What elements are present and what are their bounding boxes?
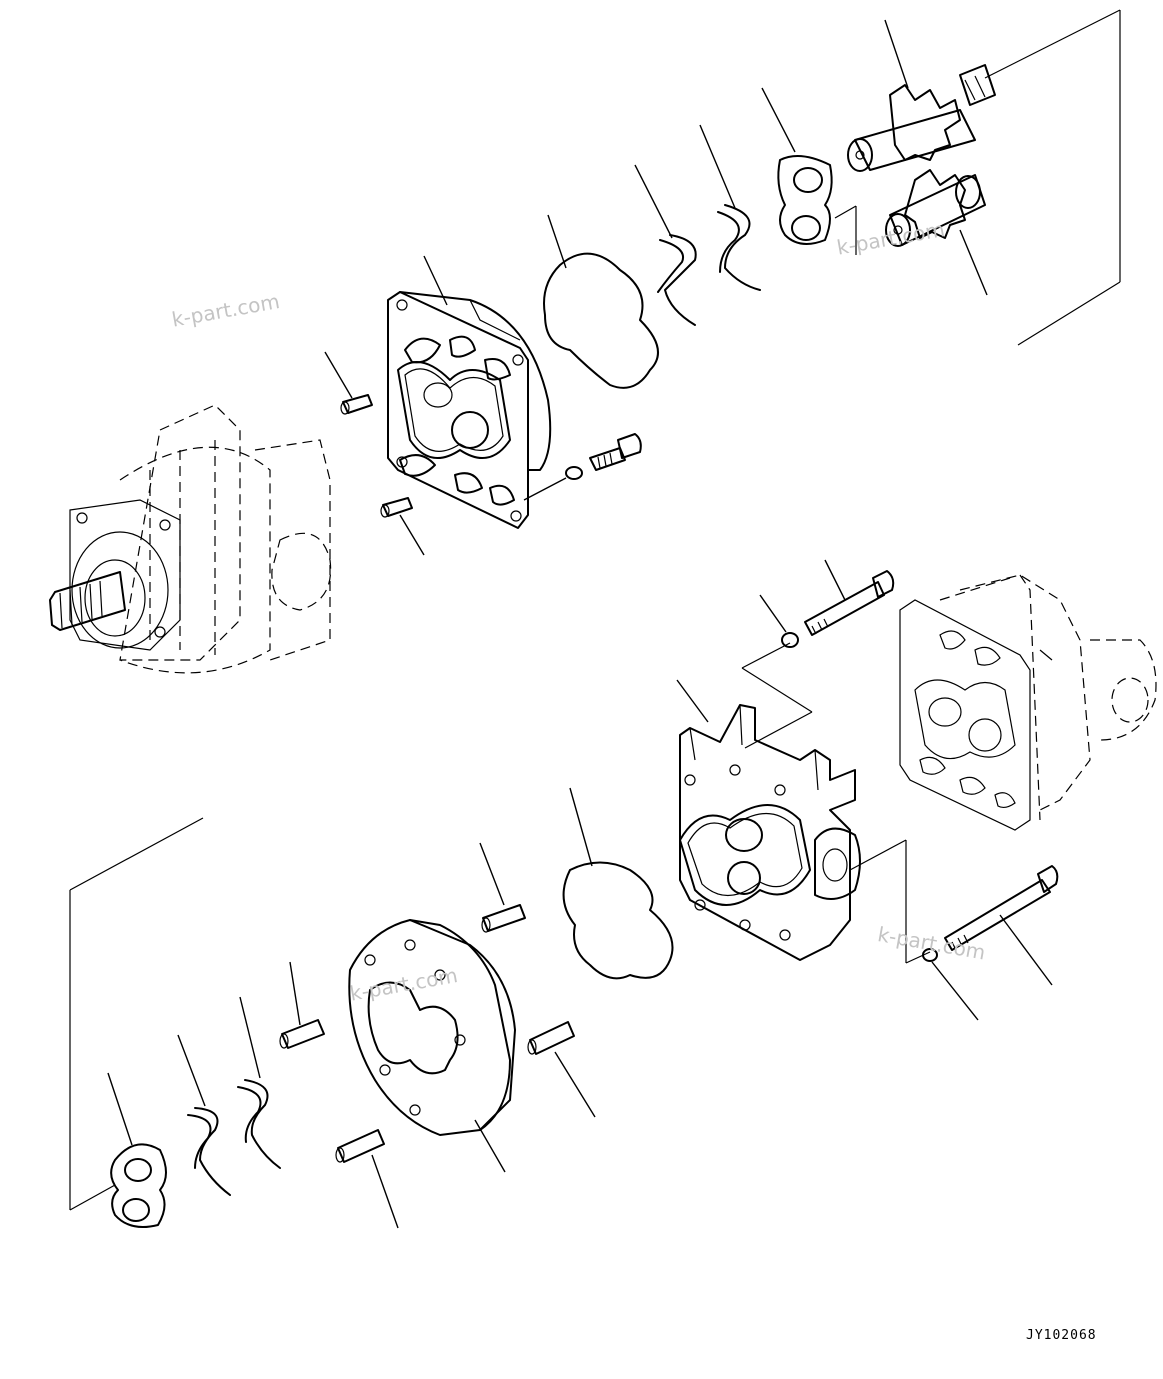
dowel-pin-lower-4 [335,1129,399,1229]
backup-ring-upper-1 [634,164,697,326]
pump-body-center [676,679,861,961]
front-cover-plate [387,255,552,529]
o-ring-lower [562,787,674,980]
backup-ring-lower-1 [177,1034,231,1196]
frame-lines-top [834,9,1121,346]
dowel-pin-upper-2 [380,497,425,556]
dowel-pin-lower-1 [479,842,526,933]
dowel-pin-lower-3 [279,961,325,1049]
side-plate-upper [761,87,833,245]
dowel-pin-upper-1 [324,351,373,415]
drawing-code: JY102068 [1026,1328,1097,1343]
side-plate-lower [107,1072,167,1228]
pump-assembly-left [49,404,332,674]
gear-housing-lower [348,919,516,1173]
backup-ring-lower-2 [237,996,281,1169]
bolt-middle [759,559,895,648]
pump-assembly-right [899,574,1157,831]
backup-ring-upper-2 [699,124,761,291]
driven-gear [885,169,988,296]
drive-gear-shaft [847,19,996,172]
frame-lines-bottom [69,642,931,1211]
bolt-upper [523,433,642,501]
bolt-lower [922,865,1059,1021]
o-ring-upper [543,214,659,389]
dowel-pin-lower-2 [527,1021,596,1118]
